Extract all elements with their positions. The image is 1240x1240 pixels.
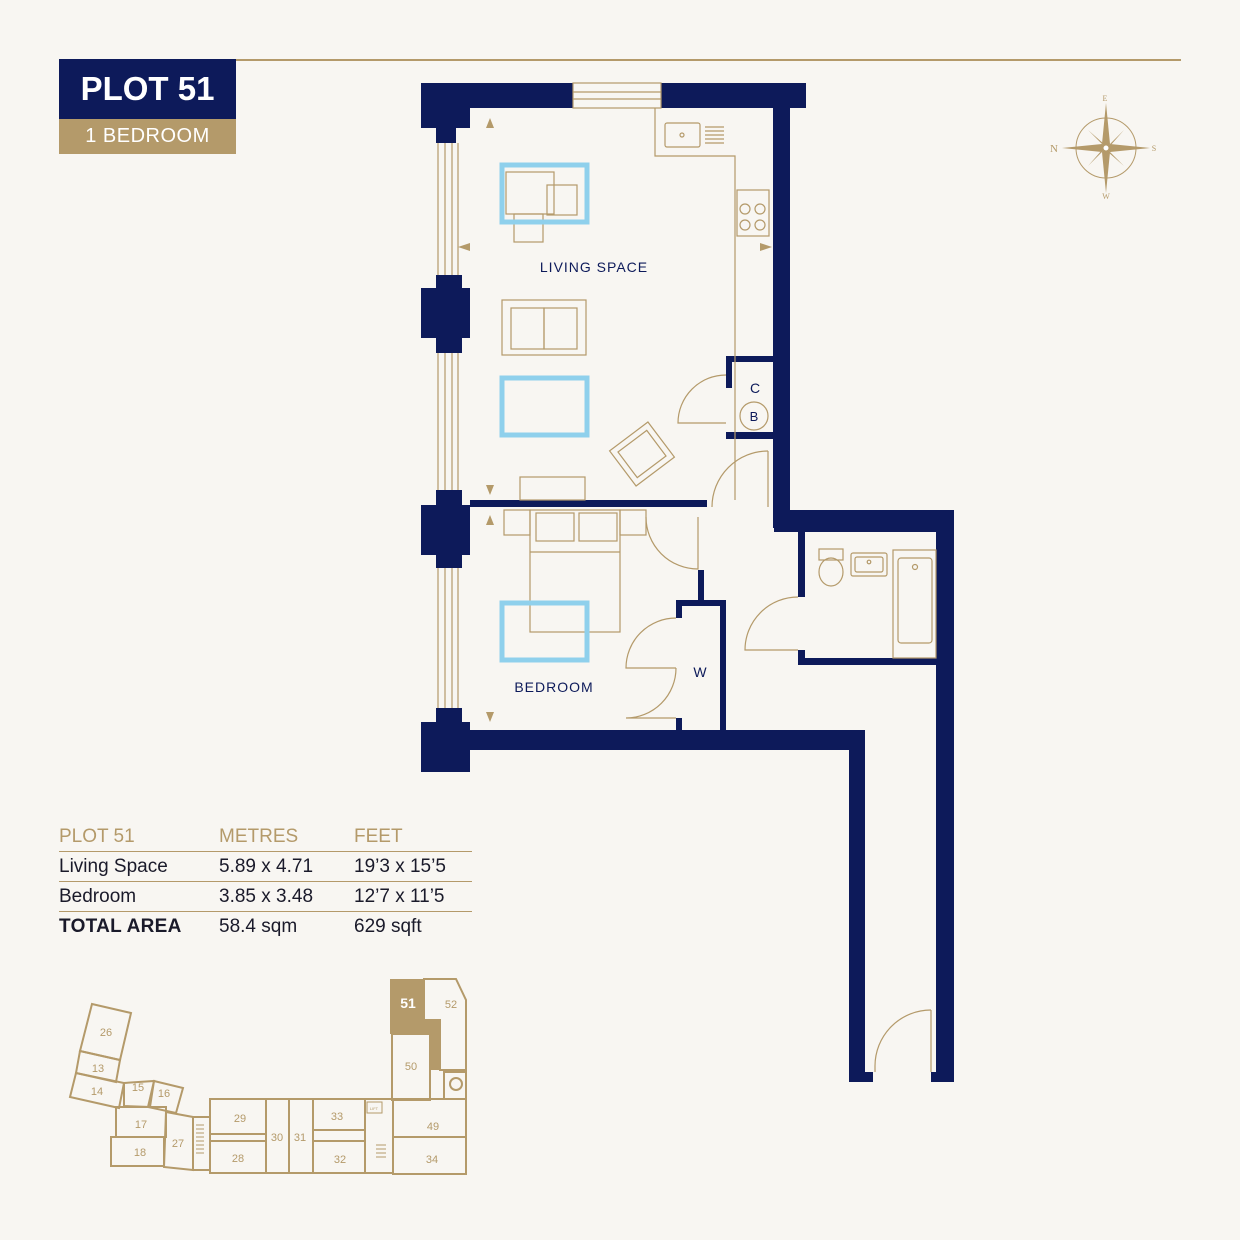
unit-26: 26 [100, 1027, 112, 1039]
key-plan [68, 978, 467, 1175]
bedroom-label: BEDROOM [514, 679, 593, 695]
unit-49: 49 [427, 1121, 439, 1133]
compass-rose-icon: N E S W [1050, 94, 1156, 201]
plot-title: PLOT 51 [59, 59, 236, 119]
room-metres: 5.89 x 4.71 [219, 855, 314, 877]
unit-31: 31 [294, 1132, 306, 1144]
furniture-highlights [499, 162, 590, 663]
unit-28: 28 [232, 1153, 244, 1165]
living-space-label: LIVING SPACE [540, 259, 648, 275]
unit-51-highlight: 51 [400, 995, 416, 1011]
unit-30: 30 [271, 1132, 283, 1144]
bedroom-count-label: 1 BEDROOM [59, 119, 236, 154]
cupboard-label: C [750, 380, 760, 396]
total-feet: 629 sqft [354, 915, 422, 937]
room-feet: 12’7 x 11’5 [354, 885, 445, 907]
unit-18: 18 [134, 1147, 146, 1159]
table-row: Bedroom 3.85 x 3.48 12’7 x 11’5 [59, 882, 472, 912]
unit-50: 50 [405, 1061, 417, 1073]
compass-n: N [1050, 143, 1058, 155]
dimensions-table: PLOT 51 METRES FEET Living Space 5.89 x … [59, 822, 472, 941]
furniture [501, 108, 937, 1072]
header-plot: PLOT 51 [59, 825, 135, 847]
room-feet: 19’3 x 15’5 [354, 855, 446, 877]
room-name: Living Space [59, 855, 168, 877]
unit-29: 29 [234, 1113, 246, 1125]
compass-w: W [1102, 192, 1110, 201]
windows [437, 82, 662, 708]
compass-s: S [1152, 144, 1156, 153]
dimension-arrows [458, 118, 772, 722]
unit-14: 14 [91, 1086, 103, 1098]
header-metres: METRES [219, 825, 299, 847]
unit-17: 17 [135, 1119, 147, 1131]
total-metres: 58.4 sqm [219, 915, 298, 937]
lift-label: LIFT [370, 1106, 379, 1111]
unit-32: 32 [334, 1154, 346, 1166]
header-feet: FEET [354, 825, 403, 847]
unit-16: 16 [158, 1088, 170, 1100]
dimensions-header-row: PLOT 51 METRES FEET [59, 822, 472, 852]
walls [421, 83, 954, 1082]
room-name: Bedroom [59, 885, 137, 907]
boiler-label: B [750, 409, 759, 424]
unit-33: 33 [331, 1111, 343, 1123]
compass-e: E [1103, 94, 1108, 103]
unit-13: 13 [92, 1063, 104, 1075]
unit-15: 15 [132, 1082, 144, 1094]
table-row-total: TOTAL AREA 58.4 sqm 629 sqft [59, 912, 472, 941]
unit-27: 27 [172, 1138, 184, 1150]
wardrobe-label: W [693, 664, 707, 680]
total-area-label: TOTAL AREA [59, 915, 182, 937]
table-row: Living Space 5.89 x 4.71 19’3 x 15’5 [59, 852, 472, 882]
header-rule [236, 59, 1181, 61]
unit-34: 34 [426, 1154, 438, 1166]
unit-52: 52 [445, 999, 457, 1011]
room-metres: 3.85 x 3.48 [219, 885, 314, 907]
